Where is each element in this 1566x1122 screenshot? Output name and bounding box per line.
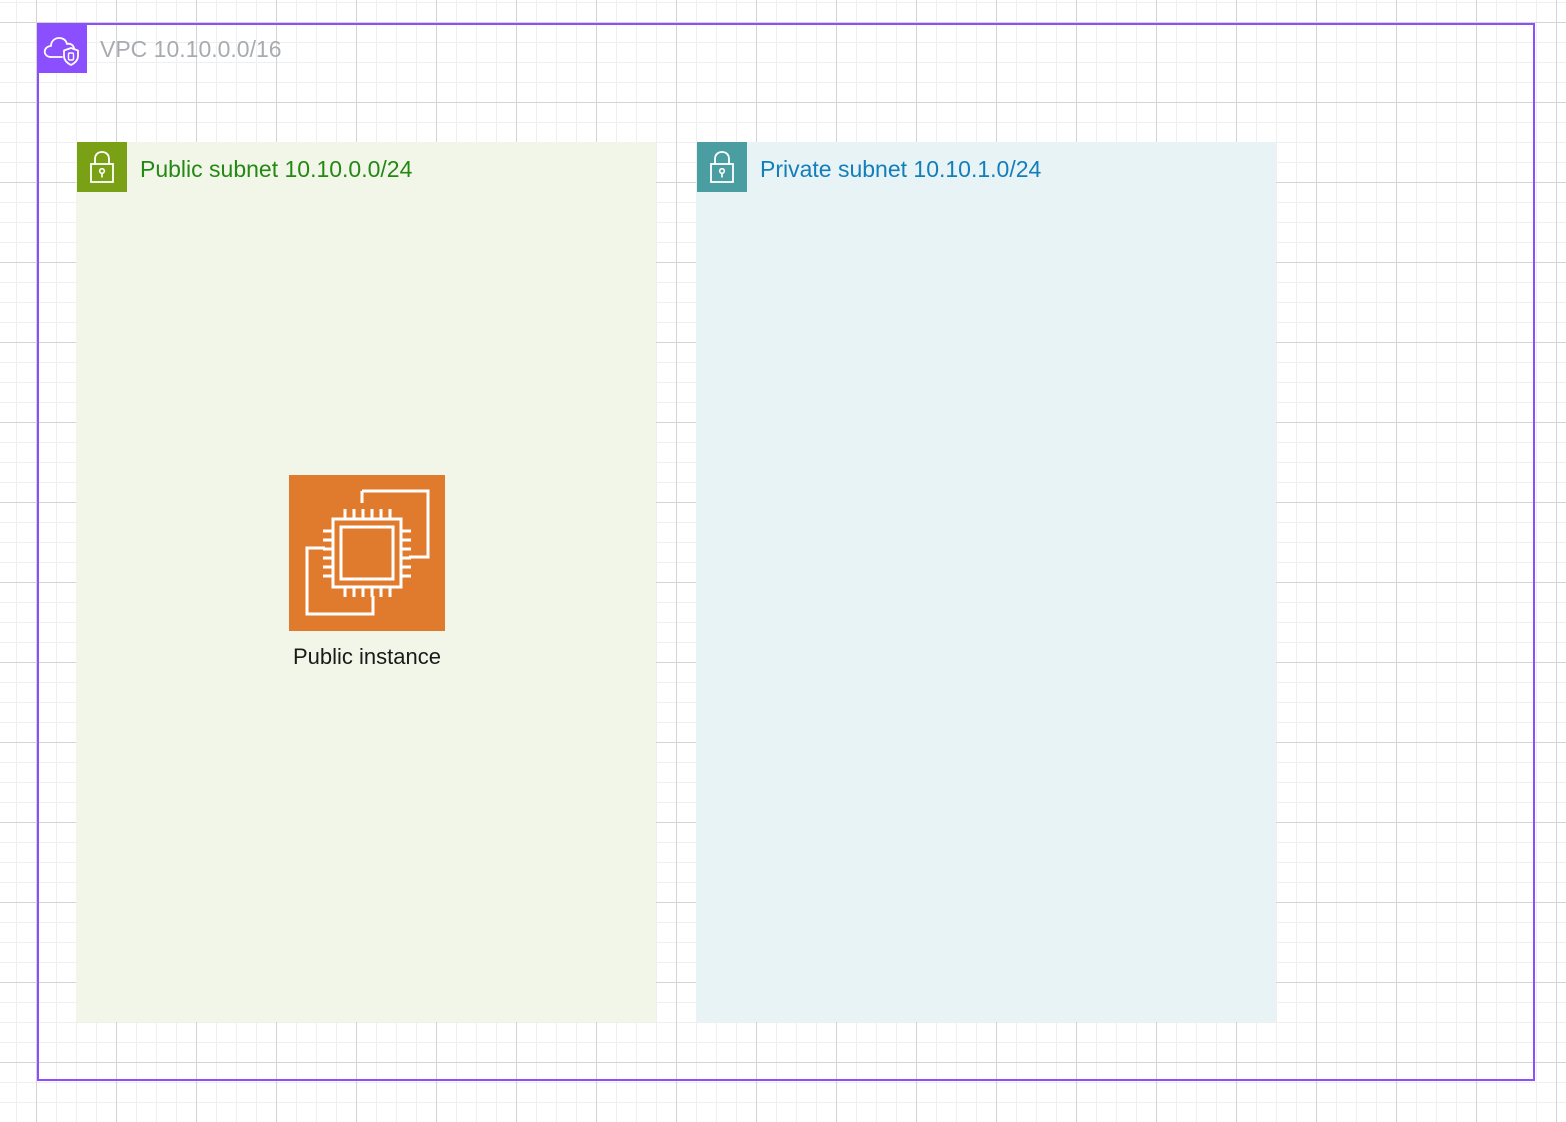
vpc-cloud-shield-icon (37, 23, 87, 73)
private-subnet-label: Private subnet 10.10.1.0/24 (760, 156, 1042, 182)
lock-icon (697, 142, 747, 192)
vpc-group[interactable] (37, 23, 1535, 1081)
vpc-label: VPC 10.10.0.0/16 (100, 36, 282, 62)
public-subnet-label: Public subnet 10.10.0.0/24 (140, 156, 413, 182)
private-subnet-group[interactable] (696, 142, 1276, 1022)
lock-icon (77, 142, 127, 192)
ec2-instance-chip-icon[interactable] (289, 475, 445, 631)
instance-label: Public instance (293, 644, 441, 669)
